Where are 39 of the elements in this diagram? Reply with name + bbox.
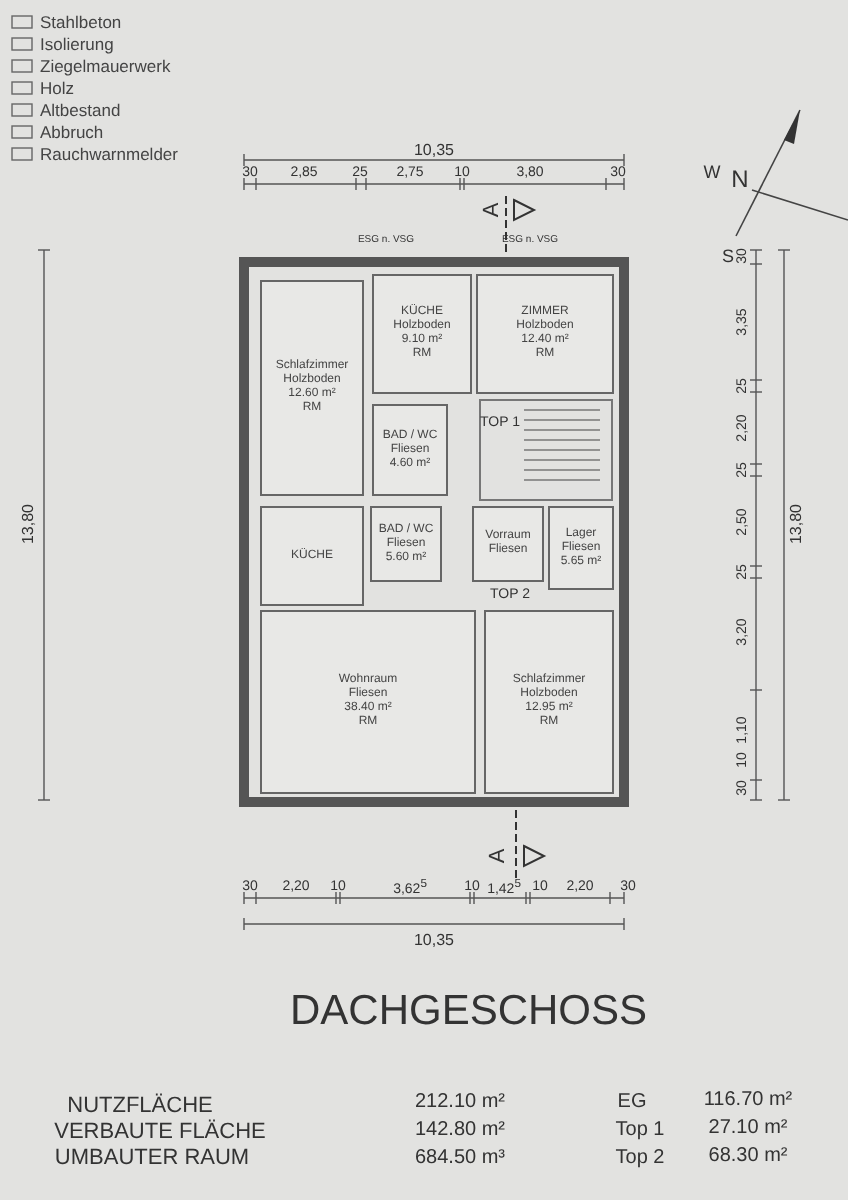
dimension-value: 13,80 bbox=[19, 503, 37, 545]
compass-letter: N bbox=[731, 167, 749, 193]
legend-label: Ziegelmauerwerk bbox=[40, 56, 171, 76]
table-label: VERBAUTE FLÄCHE bbox=[54, 1120, 266, 1144]
room-outline bbox=[372, 274, 472, 394]
room-outline bbox=[260, 506, 364, 606]
room-outline bbox=[260, 610, 476, 794]
dimension-value: 13,80 bbox=[787, 503, 805, 545]
legend-label: Isolierung bbox=[40, 34, 114, 54]
section-mark: A bbox=[480, 202, 504, 218]
table-value: 212.10 m² bbox=[414, 1091, 506, 1113]
legend-label: Holz bbox=[40, 78, 75, 98]
room-outline bbox=[476, 274, 614, 394]
table-value: 684.50 m³ bbox=[414, 1147, 506, 1169]
dimension-value: 10,35 bbox=[413, 931, 455, 949]
room-outline bbox=[370, 506, 442, 582]
table-label: NUTZFLÄCHE bbox=[67, 1094, 213, 1118]
compass-letter: S bbox=[722, 246, 734, 266]
room-outline bbox=[548, 506, 614, 590]
room-outline bbox=[472, 506, 544, 582]
table-label: Top 1 bbox=[615, 1119, 665, 1141]
compass-letter: W bbox=[703, 162, 721, 182]
legend-label: Altbestand bbox=[40, 100, 121, 120]
legend-label: Rauchwarnmelder bbox=[40, 144, 178, 164]
room-outline bbox=[260, 280, 364, 496]
dimension-value: 10,35 bbox=[413, 141, 455, 159]
table-label: Top 2 bbox=[615, 1147, 665, 1169]
room-outline bbox=[372, 404, 448, 496]
table-value: 142.80 m² bbox=[414, 1119, 506, 1141]
table-value: 68.30 m² bbox=[708, 1145, 788, 1167]
legend-label: Stahlbeton bbox=[40, 12, 122, 32]
title: DACHGESCHOSS bbox=[290, 988, 648, 1036]
room-outline bbox=[484, 610, 614, 794]
legend-label: Abbruch bbox=[40, 122, 104, 142]
table-value: 116.70 m² bbox=[703, 1089, 793, 1111]
section-mark: A bbox=[486, 848, 510, 864]
table-label: EG bbox=[617, 1091, 647, 1113]
table-value: 27.10 m² bbox=[708, 1117, 788, 1139]
table-label: UMBAUTER RAUM bbox=[54, 1146, 250, 1170]
